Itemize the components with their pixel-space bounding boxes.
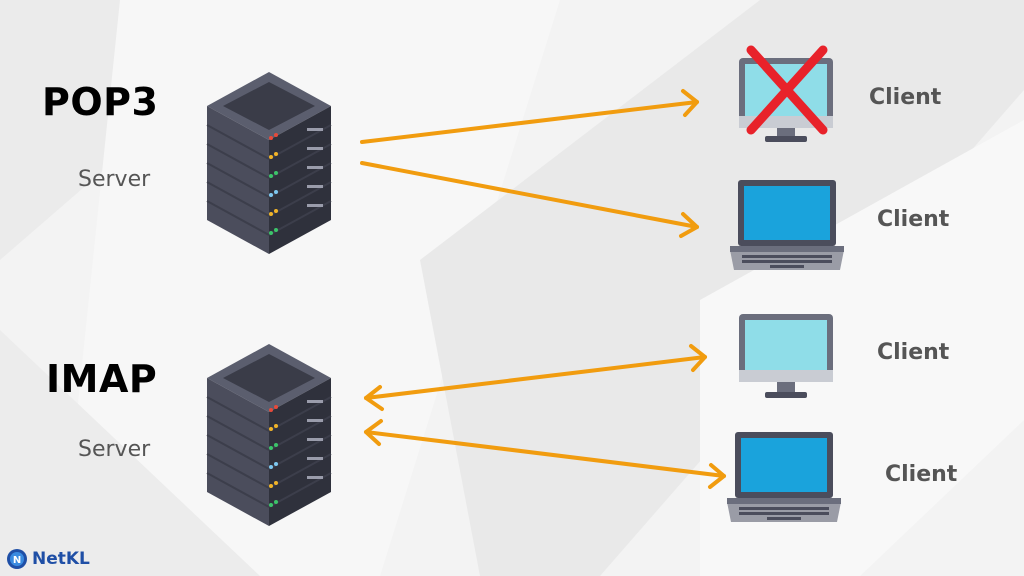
pop3-title: POP3 xyxy=(42,80,159,124)
client-label-4: Client xyxy=(885,462,958,487)
client-label-3: Client xyxy=(877,340,950,365)
imap-arrow-laptop xyxy=(364,430,726,478)
laptop-icon-2 xyxy=(727,432,841,522)
svg-text:N: N xyxy=(13,555,21,566)
client-label-1: Client xyxy=(869,85,942,110)
imap-server-icon xyxy=(206,344,332,526)
imap-title: IMAP xyxy=(46,357,158,401)
pop3-server-icon xyxy=(206,72,332,254)
imap-server-label: Server xyxy=(78,437,151,462)
imap-arrow-desktop xyxy=(364,355,707,400)
netkl-logo: N NetKL xyxy=(6,548,90,570)
red-cross-icon xyxy=(746,45,828,135)
netkl-logo-icon: N xyxy=(7,549,27,569)
pop3-arrow-to-desktop xyxy=(360,100,699,144)
pop3-arrow-to-laptop xyxy=(360,161,699,229)
client-label-2: Client xyxy=(877,207,950,232)
brand-name: NetKL xyxy=(32,549,90,569)
pop3-server-label: Server xyxy=(78,167,151,192)
desktop-monitor-icon-blocked xyxy=(739,45,833,142)
laptop-icon xyxy=(730,180,844,270)
desktop-monitor-icon xyxy=(739,314,833,398)
